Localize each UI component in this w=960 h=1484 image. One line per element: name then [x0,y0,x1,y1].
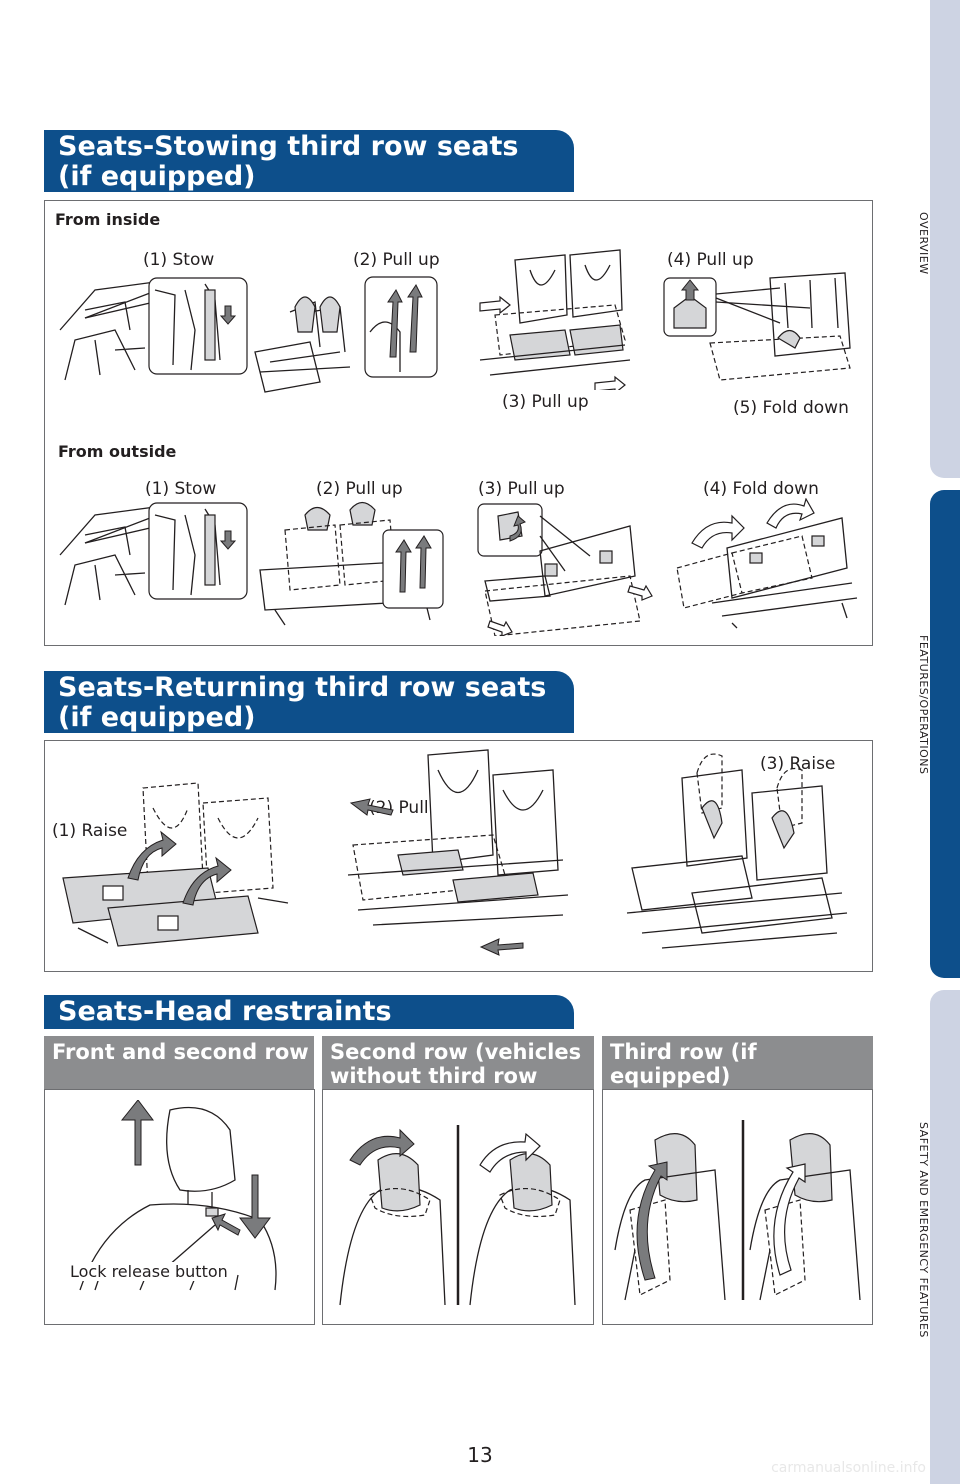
outside-step-4: (4) Fold down [703,479,819,499]
outside-stow-illustration [59,502,248,606]
from-inside-label: From inside [55,210,161,229]
head-panel-front [44,1089,315,1325]
second-headrest-illustration [339,1125,576,1306]
outside-step-1: (1) Stow [145,479,217,499]
front-headrest-illustration [79,1100,277,1291]
footer-watermark: carmanualsonline.info [771,1460,926,1476]
page-number: 13 [467,1443,493,1467]
inside-step-2: (2) Pull up [353,250,440,270]
return-step-3: (3) Raise [760,754,836,774]
head-restraints-title: Seats-Head restraints [58,996,392,1027]
col-front-second-heading: Front and second row [44,1036,314,1089]
lock-release-label: Lock release button [68,1262,230,1281]
return-step-1: (1) Raise [52,821,128,841]
outside-pullup-3-illustration [477,503,653,636]
head-restraints-banner: Seats-Head restraints [44,995,574,1029]
inside-fold-illustration [663,272,851,381]
side-label-safety: SAFETY AND EMERGENCY FEATURES [917,1122,930,1338]
returning-banner: Seats-Returning third row seats (if equi… [44,671,574,733]
return-raise-3-illustration [626,753,848,949]
side-label-features: FEATURES/OPERATIONS [917,635,930,775]
col-second-row-heading: Second row (vehicles without third row s… [322,1036,594,1112]
from-outside-label: From outside [58,442,177,461]
inside-pullup-3-illustration [479,249,631,390]
tab-features-operations[interactable] [930,490,960,978]
outside-step-3: (3) Pull up [478,479,565,499]
outside-fold-illustration [676,498,858,629]
tab-overview[interactable] [930,0,960,478]
outside-pullup-illustration [259,501,444,626]
inside-step-3: (3) Pull up [502,392,589,412]
third-headrest-illustration [614,1120,861,1301]
returning-title-line2: (if equipped) [58,702,256,733]
inside-pullup-illustration [254,276,438,393]
tab-safety-emergency[interactable] [930,990,960,1484]
return-pull-illustration [347,749,569,956]
outside-step-2: (2) Pull up [316,479,403,499]
inside-stow-illustration [59,277,248,381]
stowing-banner: Seats-Stowing third row seats (if equipp… [44,130,574,192]
returning-title-line1: Seats-Returning third row seats [58,672,547,703]
side-label-overview: OVERVIEW [917,212,930,275]
return-raise-illustration [62,782,289,947]
col-third-row-heading: Third row (if equipped) [602,1036,873,1089]
head-panel-third [602,1089,873,1325]
inside-step-5: (5) Fold down [733,398,849,418]
inside-step-4: (4) Pull up [667,250,754,270]
stowing-title-line1: Seats-Stowing third row seats [58,131,519,162]
stowing-title-line2: (if equipped) [58,161,256,192]
inside-step-1: (1) Stow [143,250,215,270]
